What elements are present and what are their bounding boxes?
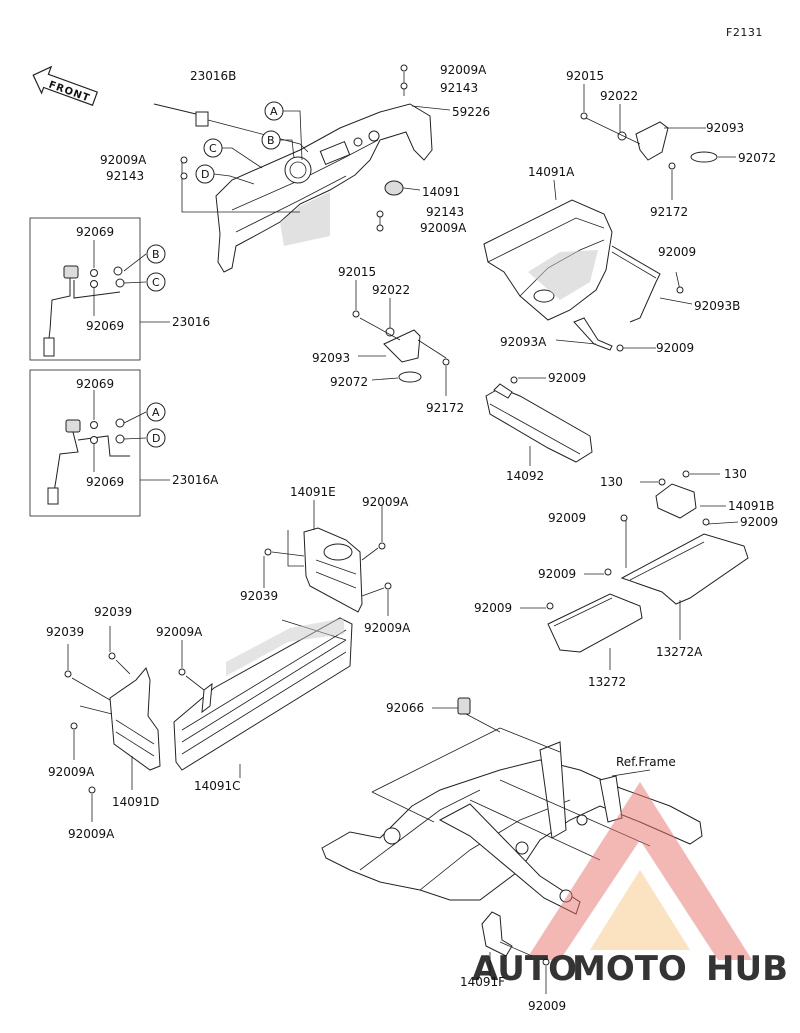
label-92143: 92143: [426, 205, 464, 219]
label-92009a: 92009A: [68, 827, 115, 841]
label-23016b: 23016B: [190, 69, 236, 83]
svg-text:A: A: [152, 406, 160, 419]
label-92093: 92093: [312, 351, 350, 365]
instrument-panel-group: [153, 64, 451, 273]
svg-text:A: A: [270, 105, 278, 118]
label-92009: 92009: [538, 567, 576, 581]
svg-text:D: D: [201, 168, 209, 181]
panel-14091c: [173, 617, 353, 771]
label-92022: 92022: [600, 89, 638, 103]
ref-frame-label: Ref.Frame: [616, 755, 676, 769]
automotohub-watermark: AUTO MOTO HUB: [472, 782, 788, 989]
ref-circle: C: [146, 272, 166, 292]
label-13272a: 13272A: [656, 645, 703, 659]
label-13272: 13272: [588, 675, 626, 689]
label-92009: 92009: [548, 511, 586, 525]
label-92143: 92143: [106, 169, 144, 183]
label-92039: 92039: [94, 605, 132, 619]
svg-text:D: D: [152, 432, 160, 445]
skid-plate-13272a: [620, 533, 749, 605]
label-92022: 92022: [372, 283, 410, 297]
guard-14092: [485, 387, 593, 463]
ref-circle: C: [203, 138, 223, 158]
svg-text:B: B: [152, 248, 160, 261]
watermark-text-hub: HUB: [706, 949, 788, 989]
label-92009a: 92009A: [364, 621, 411, 635]
label-130: 130: [724, 467, 747, 481]
svg-text:C: C: [209, 142, 217, 155]
cover-14091f: [481, 911, 513, 957]
skid-plate-13272: [547, 593, 643, 653]
label-92009a: 92009A: [420, 221, 467, 235]
svg-text:B: B: [267, 134, 275, 147]
cover-14091b: [655, 483, 697, 519]
label-92093b: 92093B: [694, 299, 740, 313]
label-92009a: 92009A: [48, 765, 95, 779]
label-92039: 92039: [46, 625, 84, 639]
watermark-text-auto: AUTO: [472, 949, 577, 989]
ref-circle: D: [146, 428, 166, 448]
label-14091a: 14091A: [528, 165, 575, 179]
harness-23016-box: [29, 217, 141, 361]
label-92143: 92143: [440, 81, 478, 95]
label-92015: 92015: [566, 69, 604, 83]
label-92009a: 92009A: [100, 153, 147, 167]
label-14091e: 14091E: [290, 485, 336, 499]
label-23016: 23016: [172, 315, 210, 329]
front-arrow-icon: FRONT: [32, 65, 99, 107]
watermark-text-moto: MOTO: [572, 949, 687, 989]
label-92009: 92009: [548, 371, 586, 385]
label-92072: 92072: [330, 375, 368, 389]
harness-23016a-box: [29, 369, 141, 517]
label-92069: 92069: [86, 475, 124, 489]
label-92093: 92093: [706, 121, 744, 135]
ref-circle: A: [146, 402, 166, 422]
ref-circle: B: [146, 244, 166, 264]
label-59226: 59226: [452, 105, 490, 119]
label-92069: 92069: [86, 319, 124, 333]
watermark-triangle-icon: [526, 782, 752, 960]
frame-assembly: Ref.Frame: [321, 727, 703, 915]
label-92172: 92172: [426, 401, 464, 415]
label-14091d: 14091D: [112, 795, 159, 809]
figure-code: F2131: [726, 26, 763, 39]
label-92009: 92009: [528, 999, 566, 1013]
label-92009a: 92009A: [362, 495, 409, 509]
label-92039: 92039: [240, 589, 278, 603]
label-14091b: 14091B: [728, 499, 774, 513]
ref-circle: D: [195, 164, 215, 184]
clip-92066: [457, 697, 471, 715]
label-130: 130: [600, 475, 623, 489]
label-92009: 92009: [656, 341, 694, 355]
label-92069: 92069: [76, 225, 114, 239]
label-92009a: 92009A: [440, 63, 487, 77]
label-92172: 92172: [650, 205, 688, 219]
label-92066: 92066: [386, 701, 424, 715]
label-14091: 14091: [422, 185, 460, 199]
svg-text:C: C: [152, 276, 160, 289]
label-14091c: 14091C: [194, 779, 241, 793]
label-92015: 92015: [338, 265, 376, 279]
ref-circle: A: [264, 101, 284, 121]
label-92009: 92009: [740, 515, 778, 529]
panel-14091e: [303, 527, 363, 613]
label-92009: 92009: [658, 245, 696, 259]
label-92093a: 92093A: [500, 335, 547, 349]
label-14091f: 14091F: [460, 975, 505, 989]
label-14092: 14092: [506, 469, 544, 483]
label-92009: 92009: [474, 601, 512, 615]
label-92072: 92072: [738, 151, 776, 165]
label-23016a: 23016A: [172, 473, 219, 487]
label-92069: 92069: [76, 377, 114, 391]
label-92009a: 92009A: [156, 625, 203, 639]
ref-circle: B: [261, 130, 281, 150]
